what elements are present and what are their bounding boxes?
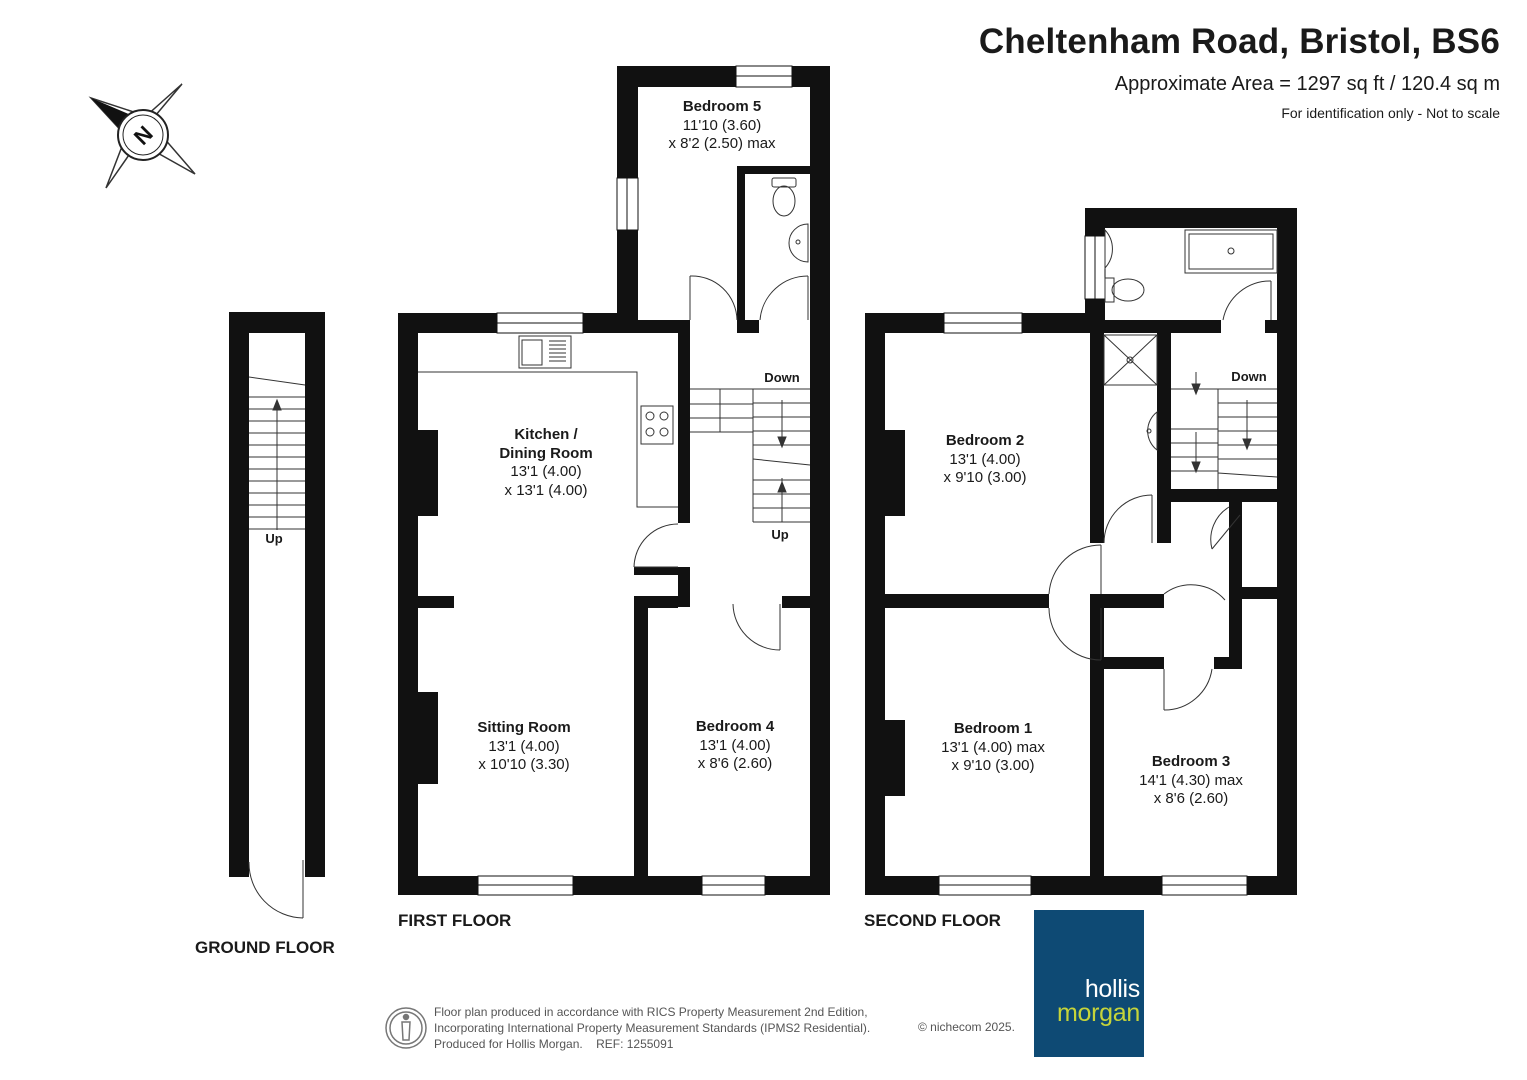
first-floor-windows	[477, 65, 793, 896]
room-dimension: 13'1 (4.00)	[699, 736, 771, 754]
room-name: Dining Room	[499, 444, 593, 462]
approximate-area: Approximate Area = 1297 sq ft / 120.4 sq…	[1114, 73, 1500, 95]
logo-line-1: hollis	[1084, 975, 1140, 1003]
identification-note: For identification only - Not to scale	[1281, 105, 1500, 121]
room-dimension: 13'1 (4.00)	[949, 450, 1021, 468]
room-dimension: x 8'6 (2.60)	[1153, 790, 1229, 807]
room-name: Kitchen /	[514, 426, 578, 443]
rics-person-icon	[385, 1007, 427, 1049]
room-label-kitchen-dining: Kitchen / Dining Room 13'1 (4.00) x 13'1…	[499, 426, 592, 500]
ground-floor-door	[248, 860, 304, 919]
room-name: Bedroom 1	[953, 720, 1033, 737]
room-label-sitting-room: Sitting Room 13'1 (4.00) x 10'10 (3.30)	[477, 719, 570, 775]
room-label-bedroom-4: Bedroom 4 13'1 (4.00) x 8'6 (2.60)	[696, 718, 774, 774]
room-dimension: 13'1 (4.00) max	[941, 738, 1045, 756]
room-label-bedroom-5: Bedroom 5 11'10 (3.60) x 8'2 (2.50) max	[668, 98, 775, 154]
second-floor-label: SECOND FLOOR	[864, 911, 1001, 930]
footer-line: Produced for Hollis Morgan. REF: 1255091	[434, 1037, 674, 1051]
second-floor-fixtures	[1048, 228, 1278, 711]
footer-notes: Floor plan produced in accordance with R…	[434, 1004, 870, 1052]
room-dimension: x 13'1 (4.00)	[504, 481, 588, 499]
room-label-bedroom-2: Bedroom 2 13'1 (4.00) x 9'10 (3.00)	[944, 432, 1027, 488]
room-label-bedroom-1: Bedroom 1 13'1 (4.00) max x 9'10 (3.00)	[941, 720, 1045, 776]
room-name: Bedroom 5	[682, 98, 762, 115]
ground-floor-plan	[229, 312, 325, 877]
stair-label-first-up: Up	[771, 527, 789, 542]
room-dimension: x 9'10 (3.00)	[951, 757, 1035, 774]
first-floor-fixtures	[418, 177, 811, 651]
room-dimension: x 8'2 (2.50) max	[668, 135, 776, 152]
footer-line: Incorporating International Property Mea…	[434, 1021, 871, 1035]
room-dimension: 13'1 (4.00)	[510, 463, 582, 480]
second-floor-windows	[938, 235, 1248, 896]
room-name: Bedroom 4	[695, 718, 775, 735]
room-dimension: 14'1 (4.30) max	[1139, 771, 1243, 789]
room-name: Sitting Room	[477, 719, 571, 736]
ground-floor-label: GROUND FLOOR	[195, 938, 335, 957]
property-title: Cheltenham Road, Bristol, BS6	[978, 22, 1500, 61]
compass-icon: N	[88, 83, 196, 189]
room-dimension: x 10'10 (3.30)	[478, 756, 570, 773]
stair-label-ground-up: Up	[265, 531, 283, 546]
ground-floor-stairs	[248, 376, 306, 530]
hollis-morgan-logo: hollis morgan	[1034, 910, 1144, 1057]
room-dimension: 13'1 (4.00)	[488, 737, 560, 755]
first-floor-label: FIRST FLOOR	[398, 911, 512, 930]
footer-copyright: © nichecom 2025.	[918, 1020, 1015, 1034]
room-name: Bedroom 3	[1151, 753, 1231, 770]
stair-label-second-down: Down	[1231, 369, 1267, 384]
room-name: Bedroom 2	[945, 432, 1025, 449]
logo-line-2: morgan	[1057, 999, 1140, 1027]
room-dimension: x 9'10 (3.00)	[943, 469, 1027, 486]
room-label-bedroom-3: Bedroom 3 14'1 (4.30) max x 8'6 (2.60)	[1139, 753, 1243, 809]
room-dimension: 11'10 (3.60)	[682, 116, 762, 134]
footer-line: Floor plan produced in accordance with R…	[434, 1005, 868, 1019]
stair-label-first-down: Down	[764, 370, 800, 385]
room-dimension: x 8'6 (2.60)	[697, 755, 773, 772]
